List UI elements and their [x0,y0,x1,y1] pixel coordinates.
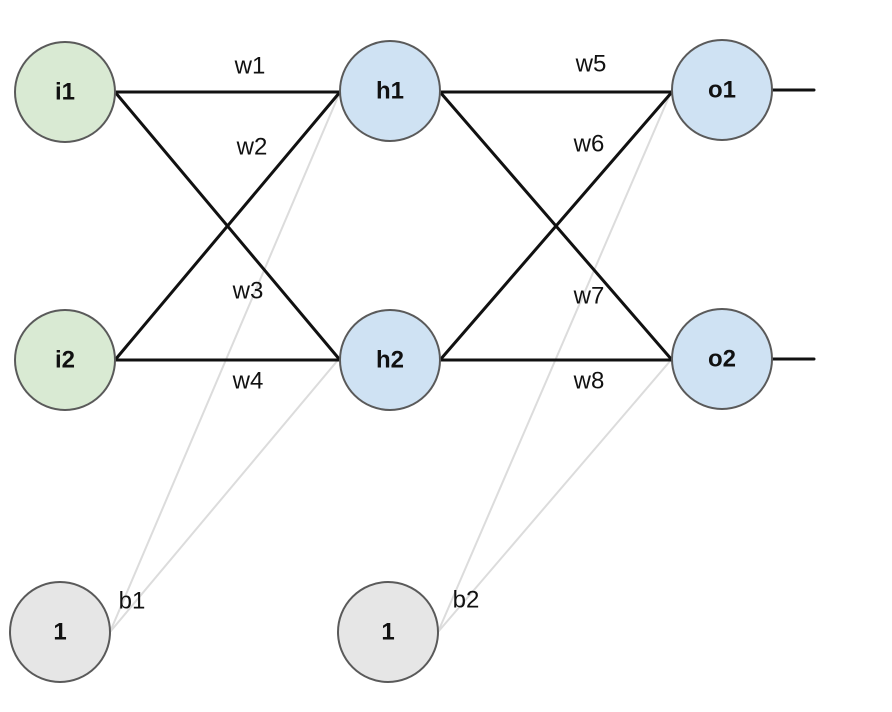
label-w8: w8 [573,368,605,395]
edge-b2-o2 [437,359,672,633]
node-bias-2: 1 [337,581,439,683]
node-o1-circle [671,39,773,141]
node-h2: h2 [339,309,441,411]
label-w4: w4 [232,368,264,395]
node-o1-label: o1 [708,77,736,104]
node-bias-2-circle [337,581,439,683]
node-h2-label: h2 [376,347,404,374]
label-b1: b1 [119,588,146,615]
edge-b2-o1 [437,91,672,633]
node-i1-circle [14,41,116,143]
node-h1-circle [339,40,441,142]
node-o2: o2 [671,308,773,410]
edge-b1-h2 [109,359,339,633]
node-h1: h1 [339,40,441,142]
node-i2-circle [14,309,116,411]
node-i1-label: i1 [55,79,75,106]
edge-h2-o1 [438,90,674,362]
node-bias-1-label: 1 [53,619,66,646]
node-i1: i1 [14,41,116,143]
label-b2: b2 [453,587,480,614]
label-w6: w6 [573,131,605,158]
node-o1: o1 [671,39,773,141]
label-w5: w5 [575,51,607,78]
node-o2-circle [671,308,773,410]
label-w1: w1 [234,53,266,80]
node-h2-circle [339,309,441,411]
label-w3: w3 [232,278,264,305]
node-bias-1-circle [9,581,111,683]
node-i2-label: i2 [55,347,75,374]
node-bias-2-label: 1 [381,619,394,646]
node-h1-label: h1 [376,78,404,105]
label-w2: w2 [236,134,268,161]
node-bias-1: 1 [9,581,111,683]
node-i2: i2 [14,309,116,411]
label-w7: w7 [573,283,605,310]
edge-b1-h1 [109,91,341,633]
edge-i2-h1 [113,90,342,362]
node-o2-label: o2 [708,346,736,373]
